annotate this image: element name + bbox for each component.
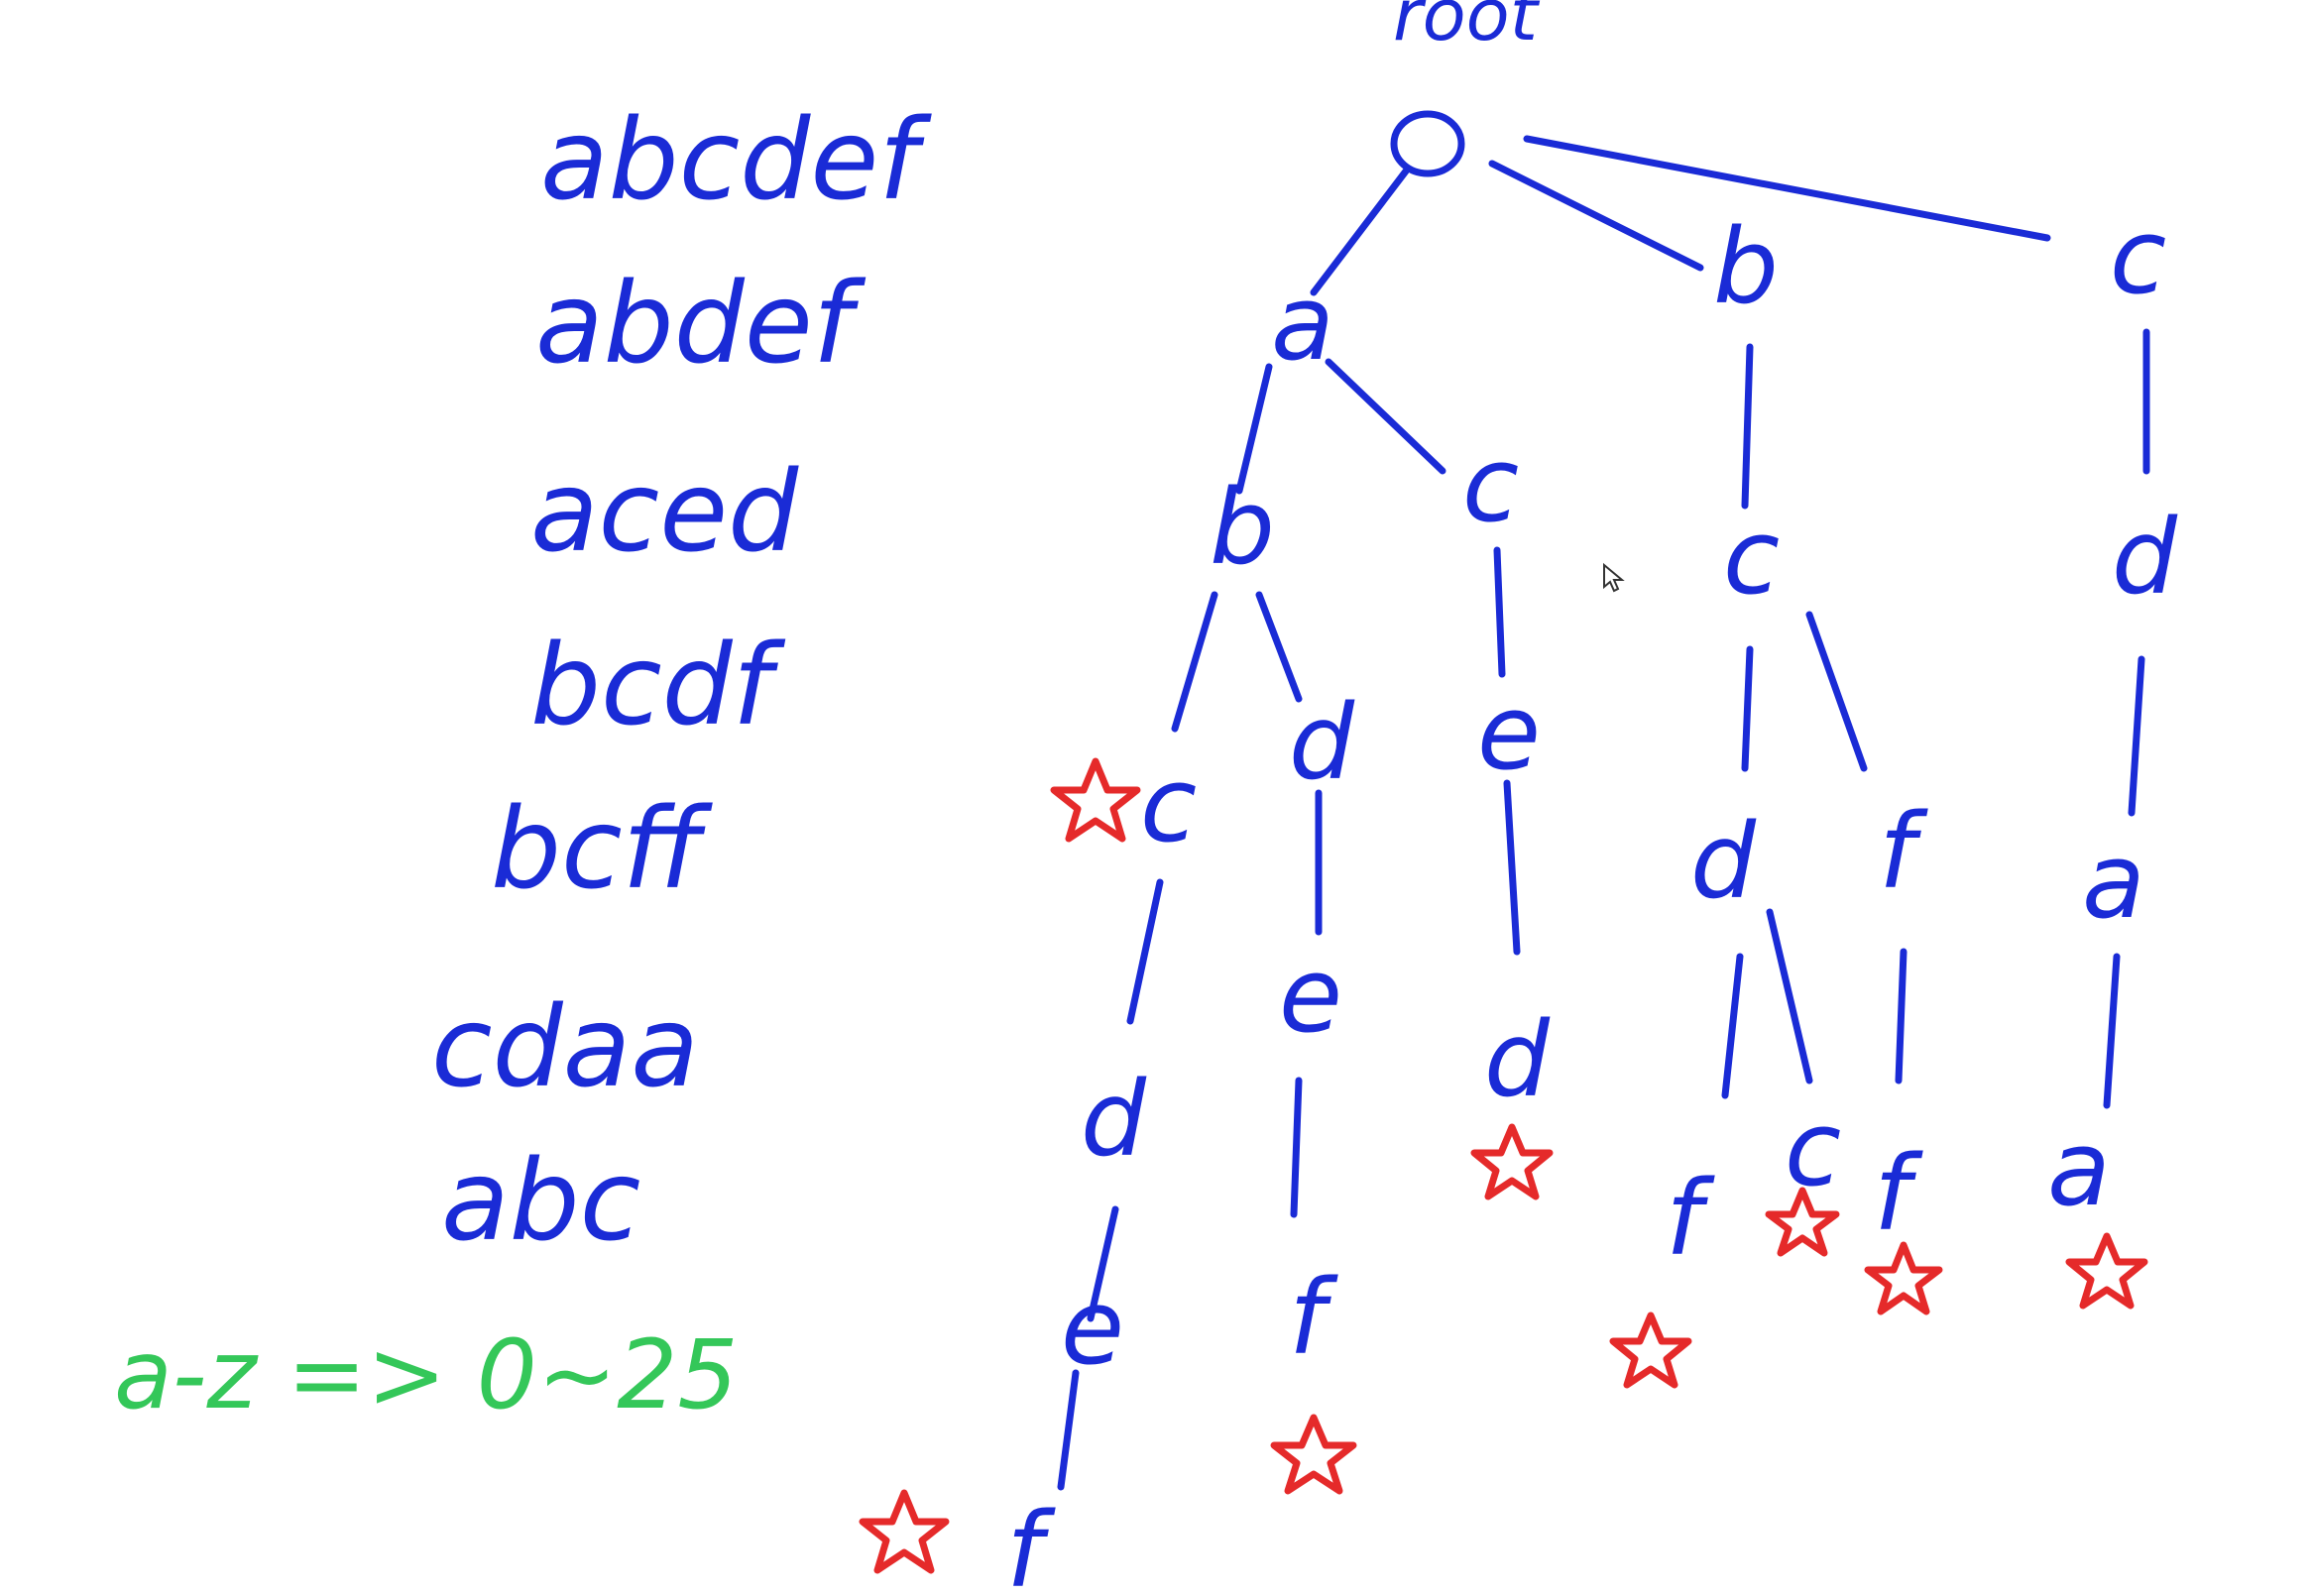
edge-abcde-f xyxy=(1057,1369,1080,1491)
edge-ac-e xyxy=(1493,546,1506,678)
star-icon xyxy=(1609,1311,1692,1389)
node-abcde: e xyxy=(1061,1267,1124,1388)
edge-root-c xyxy=(1523,135,2051,242)
node-ace: e xyxy=(1477,672,1541,793)
node-ac: c xyxy=(1462,424,1519,545)
word-cdaa: cdaa xyxy=(431,983,699,1112)
node-ab: b xyxy=(1210,467,1275,588)
node-bcd: d xyxy=(1690,801,1757,922)
word-abdef: abdef xyxy=(535,260,867,389)
star-icon xyxy=(1864,1241,1943,1315)
mouse-cursor-icon xyxy=(1603,562,1625,593)
end-markers xyxy=(859,757,2148,1574)
word-aced: aced xyxy=(530,448,799,577)
star-icon xyxy=(1050,757,1141,843)
node-a: a xyxy=(1271,263,1334,384)
node-abdef: f xyxy=(1289,1257,1338,1378)
star-icon xyxy=(1765,1187,1840,1257)
node-cd: d xyxy=(2112,497,2178,618)
node-abcd: d xyxy=(1081,1059,1147,1180)
edge-b-c xyxy=(1741,343,1754,510)
word-bcdf: bcdf xyxy=(530,622,786,750)
edge-bcd-f xyxy=(1721,953,1744,1099)
tree-nodes: a b c b c c d c d e d f a d e d f c f a … xyxy=(1006,196,2178,1596)
word-abcdef: abcdef xyxy=(540,96,932,225)
edge-ab-c xyxy=(1171,591,1218,733)
node-b: b xyxy=(1713,206,1779,327)
node-bc: c xyxy=(1723,497,1780,618)
word-list: abcdef abdef aced bcdf bcff cdaa abc xyxy=(431,96,932,1266)
node-cda: a xyxy=(2082,821,2145,942)
edge-abde-f xyxy=(1290,1077,1303,1218)
node-abde: e xyxy=(1279,935,1342,1056)
root-node xyxy=(1390,110,1465,177)
edge-root-b xyxy=(1488,160,1704,272)
edge-bcd-c xyxy=(1766,908,1813,1084)
word-abc: abc xyxy=(441,1137,640,1266)
star-icon xyxy=(1270,1414,1357,1495)
node-abd: d xyxy=(1289,682,1355,803)
star-icon xyxy=(859,1489,950,1574)
edge-ace-d xyxy=(1503,779,1521,956)
node-cdaa: a xyxy=(2047,1108,2111,1229)
tree-edges xyxy=(1057,135,2150,1491)
star-icon xyxy=(2065,1232,2148,1310)
edge-bc-d xyxy=(1741,645,1754,772)
node-bcdc: c xyxy=(1785,1088,1841,1209)
root-label: root xyxy=(1393,0,1541,57)
star-icon xyxy=(1470,1123,1554,1200)
node-bcf: f xyxy=(1879,791,1928,912)
node-abcdef: f xyxy=(1006,1490,1056,1596)
edge-bcf-f xyxy=(1895,948,1907,1084)
node-aced: d xyxy=(1484,999,1551,1120)
node-c: c xyxy=(2110,196,2166,317)
node-abc: c xyxy=(1140,744,1197,865)
edge-cda-a xyxy=(2103,953,2121,1109)
edge-abcd-e xyxy=(1087,1205,1119,1322)
edge-a-c xyxy=(1325,358,1446,475)
edge-abc-d xyxy=(1126,878,1164,1025)
edge-a-b xyxy=(1235,363,1273,495)
node-bcdf: f xyxy=(1666,1158,1715,1279)
node-bcff: f xyxy=(1874,1133,1923,1254)
edge-root-a xyxy=(1310,165,1412,296)
alphabet-index-note: a-z => 0~25 xyxy=(114,1319,738,1430)
edge-bc-f xyxy=(1805,611,1868,772)
edge-ab-d xyxy=(1255,591,1303,703)
edge-cd-a xyxy=(2128,655,2145,817)
word-bcff: bcff xyxy=(491,785,714,914)
